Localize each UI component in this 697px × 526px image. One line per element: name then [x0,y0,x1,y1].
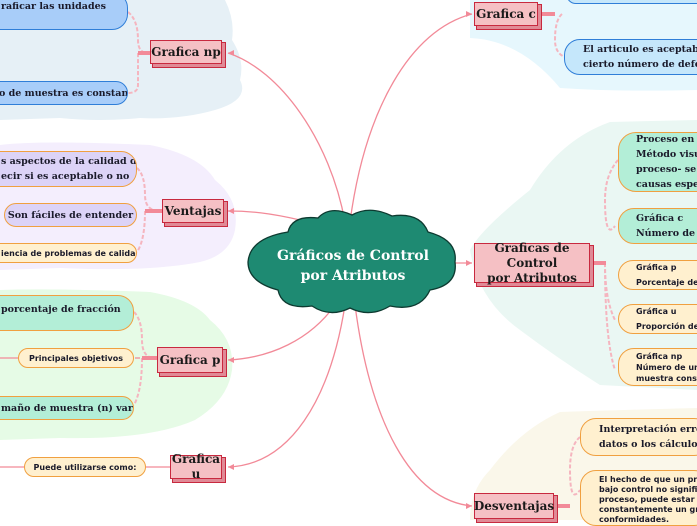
leaf-control-1[interactable]: Proceso en con Método visual proceso- se… [618,132,697,192]
leaf-text: El articulo es aceptable aun cierto núme… [583,44,697,70]
leaf-p-3[interactable]: maño de muestra (n) varia. [0,396,134,420]
leaf-c-1[interactable] [566,0,697,4]
connector-to-desventajas [354,304,473,507]
central-title-line2: por Atributos [300,268,406,284]
leaf-text: Gráfica np Número de unid muestra consta [636,351,697,383]
leaf-text: iencia de problemas de calidad [1,248,137,258]
arrow-grafica-np [228,50,234,56]
topic-label: Ventajas [164,203,222,218]
leaf-desventajas-2[interactable]: El hecho de que un proce bajo control no… [580,470,697,526]
leaf-text: Principales objetivos [29,353,123,363]
topic-graficas-control[interactable]: Graficas de Control por Atributos [474,240,590,285]
leaf-ventajas-2[interactable]: Son fáciles de entender [4,203,137,227]
central-topic[interactable]: Gráficos de Control por Atributos [258,246,448,286]
leaf-text: Puede utilizarse como: [33,462,137,472]
topic-ventajas[interactable]: Ventajas [162,199,224,223]
leaf-p-1[interactable]: porcentaje de fracción [0,295,134,331]
topic-label-line2: por Atributos [487,270,577,285]
leaf-text: Gráfica c Número de def [636,213,696,239]
arrow-grafica-p [228,357,234,363]
connector-to-grafica-np [227,52,346,223]
leaf-control-3[interactable]: Gráfica p Porcentaje de f [618,260,697,290]
arrow-grafica-c [466,11,472,17]
topic-label: Grafica c [476,6,536,21]
sub-connector-c [553,13,569,59]
leaf-text: Son fáciles de entender [7,209,134,221]
leaf-p-2[interactable]: Principales objetivos [18,348,134,368]
leaf-text: Gráfica u Proporción de c [636,307,697,331]
leaf-text: El hecho de que un proce bajo control no… [599,475,697,524]
leaf-text: raficar las unidades [1,1,106,12]
leaf-ventajas-3[interactable]: iencia de problemas de calidad [0,243,137,263]
topic-label-line1: Graficas de Control [494,240,570,270]
arrow-grafica-u [228,464,234,470]
leaf-desventajas-1[interactable]: Interpretación erróneas datos o los cálc… [580,418,697,456]
topic-grafica-p[interactable]: Grafica p [157,347,223,373]
connector-to-grafica-c [349,13,473,223]
leaf-text: s aspectos de la calidad del ecir si es … [1,156,137,182]
sub-connector-control [603,159,619,371]
leaf-np-1[interactable]: raficar las unidades [0,0,128,30]
topic-desventajas[interactable]: Desventajas [474,493,554,519]
leaf-ventajas-1[interactable]: s aspectos de la calidad del ecir si es … [0,151,137,187]
topic-label: Grafica np [151,44,221,59]
leaf-control-5[interactable]: Gráfica np Número de unid muestra consta [618,348,697,386]
leaf-u-1[interactable]: Puede utilizarse como: [24,457,146,477]
topic-grafica-u[interactable]: Grafica u [170,452,222,481]
central-cloud-shape [247,209,456,314]
leaf-text: Interpretación erróneas datos o los cálc… [599,424,697,450]
leaf-text: o de muestra es constante [0,87,128,99]
sub-connector-desventajas [568,436,581,496]
leaf-c-2[interactable]: El articulo es aceptable aun cierto núme… [564,39,697,75]
topic-grafica-np[interactable]: Grafica np [150,40,222,64]
central-title-line1: Gráficos de Control [277,248,429,264]
connector-to-grafica-p [227,304,336,361]
leaf-control-2[interactable]: Gráfica c Número de def [618,208,697,244]
leaf-control-4[interactable]: Gráfica u Proporción de c [618,304,697,334]
leaf-text: porcentaje de fracción [1,304,121,315]
leaf-text: Proceso en con Método visual proceso- se… [636,134,697,190]
topic-grafica-c[interactable]: Grafica c [474,2,538,26]
arrow-desventajas [466,503,472,509]
connector-to-ventajas [227,210,301,221]
connector-to-grafica-u [227,304,346,468]
topic-label: Desventajas [473,498,555,513]
topic-label: Grafica p [159,352,221,367]
topic-label: Grafica u [171,452,221,481]
leaf-text: maño de muestra (n) varia. [1,402,134,414]
leaf-np-2[interactable]: o de muestra es constante [0,81,128,105]
arrow-graficas-control [466,260,472,266]
arrow-ventajas [228,208,234,214]
sub-connector-ventajas [136,167,161,253]
leaf-text: Gráfica p Porcentaje de f [636,263,697,287]
